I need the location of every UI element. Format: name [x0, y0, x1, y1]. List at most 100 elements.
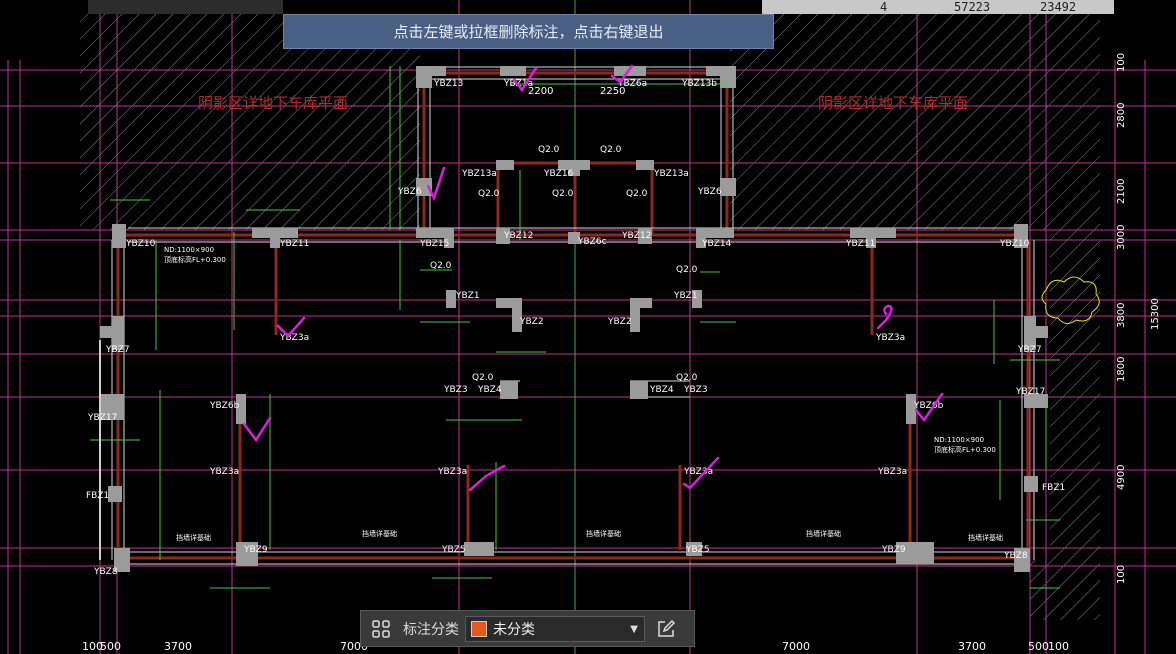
label-ybz8-l: YBZ8: [93, 567, 118, 577]
q-tag-5: Q2.0: [626, 189, 648, 199]
q-tag-1: Q2.0: [538, 145, 560, 155]
top-left-bar: [88, 0, 283, 14]
nd-notes: ND:1100×900 顶底标高FL+0.300 ND:1100×900 顶底标…: [164, 246, 996, 454]
label-ybz13a-l: YBZ13a: [461, 169, 497, 179]
label-ybz6-l: YBZ6: [397, 187, 422, 197]
label-ybz2-r: YBZ2: [607, 317, 632, 327]
nd-note-right: ND:1100×900: [934, 436, 984, 444]
label-ybz3a-m1: YBZ3a: [437, 467, 467, 477]
chevron-down-icon: ▼: [630, 623, 638, 635]
label-ybz9: YBZ9: [243, 545, 268, 555]
instruction-banner: 点击左键或拉框删除标注，点击右键退出: [283, 14, 774, 49]
right-dim-7: 4900: [1116, 465, 1127, 490]
dimension-lines: [90, 66, 1060, 589]
baseline-note-1: 挡墙详基础: [176, 533, 211, 542]
zone-label-right: 阴影区详地下车库平面: [818, 94, 968, 112]
label-ybz1-r: YBZ1: [673, 291, 698, 301]
left-dimension-lines: [7, 60, 1146, 654]
zone-label-left: 阴影区详地下车库平面: [198, 94, 348, 112]
label-ybz13: YBZ13: [433, 79, 463, 89]
label-ybz16: YBZ16: [543, 169, 574, 179]
q-tag-6: Q2.0: [430, 261, 452, 271]
coordinate-bar: 4 57223 23492: [762, 0, 1114, 14]
label-ybz15: YBZ15: [419, 239, 449, 249]
column-blocks: [100, 66, 1048, 572]
nd-note-right-2: 顶底标高FL+0.300: [934, 445, 996, 454]
label-ybz10-l: YBZ10: [125, 239, 156, 249]
label-ybz6a: YBZ6a: [617, 79, 647, 89]
label-ybz6-r: YBZ6: [697, 187, 722, 197]
baseline-note-4: 挡墙详基础: [806, 529, 841, 538]
label-ybz11-l: YBZ11: [279, 239, 309, 249]
bottom-dim-2: 500: [100, 640, 121, 653]
label-ybz5-r: YBZ5: [685, 545, 710, 555]
q-tag-4: Q2.0: [552, 189, 574, 199]
label-ybz3-l: YBZ3: [443, 385, 468, 395]
instruction-text: 点击左键或拉框删除标注，点击右键退出: [393, 23, 664, 41]
label-ybz3a-2: YBZ3a: [875, 333, 905, 343]
q-tag-9: Q2.0: [676, 373, 698, 383]
hatched-zone-right-lower: [1030, 560, 1050, 620]
label-ybz11-r: YBZ11: [845, 239, 875, 249]
label-ybz12-r: YBZ12: [621, 231, 651, 241]
coord-3: 23492: [1040, 0, 1077, 14]
category-dropdown[interactable]: 未分类 ▼: [465, 615, 645, 642]
bottom-dimensions: 100 500 3700 7000 7000 3700 500 100: [82, 640, 1069, 653]
bottom-dim-1: 100: [82, 640, 103, 653]
bottom-dim-5: 7000: [782, 640, 810, 653]
bottom-dim-7: 500: [1028, 640, 1049, 653]
label-fbz1-r: FBZ1: [1042, 483, 1065, 493]
nd-note-left: ND:1100×900: [164, 246, 214, 254]
label-ybz13b: YBZ13b: [681, 79, 717, 89]
right-dim-5: 3800: [1116, 303, 1127, 328]
q-tag-8: Q2.0: [472, 373, 494, 383]
label-ybz6b-r: YBZ6b: [913, 401, 944, 411]
label-ybz17-r: YBZ17: [1015, 387, 1045, 397]
label-ybz13a-r: YBZ13a: [653, 169, 689, 179]
category-label: 标注分类: [403, 621, 459, 638]
nd-note-left-2: 顶底标高FL+0.300: [164, 255, 226, 264]
label-ybz2-l: YBZ2: [519, 317, 544, 327]
label-ybz9-r: YBZ9: [881, 545, 906, 555]
right-dim-3: 2100: [1116, 179, 1127, 204]
label-ybz1-l: YBZ1: [455, 291, 480, 301]
label-ybz3a-r: YBZ3a: [877, 467, 907, 477]
right-dim-2: 2800: [1116, 103, 1127, 128]
label-ybz8-r: YBZ8: [1003, 551, 1028, 561]
category-color-swatch: [471, 620, 487, 637]
right-dimensions: 100 2800 2100 3000 3800 1800 4900 100 15…: [1116, 53, 1161, 584]
label-ybz12-l: YBZ12: [503, 231, 533, 241]
label-ybz6c: YBZ6c: [577, 237, 607, 247]
hatched-zone-left: [80, 14, 420, 230]
label-fbz1-l: FBZ1: [86, 491, 109, 501]
label-ybz5-l: YBZ5: [441, 545, 466, 555]
right-dim-1: 100: [1116, 53, 1127, 72]
label-ybz4-l: YBZ4: [477, 385, 502, 395]
label-ybz4-r: YBZ4: [649, 385, 674, 395]
right-total-dim: 15300: [1150, 298, 1161, 330]
label-ybz6b-l2: YBZ6b: [209, 401, 240, 411]
annotation-toolbar: 标注分类 未分类 ▼: [360, 610, 695, 647]
bottom-dim-3: 3700: [164, 640, 192, 653]
label-ybz3a-1: YBZ3a: [279, 333, 309, 343]
right-dim-6: 1800: [1116, 357, 1127, 382]
label-ybz17: YBZ17: [87, 413, 117, 423]
edit-icon[interactable]: [653, 616, 679, 642]
check-marks: [242, 64, 944, 492]
baseline-note-3: 挡墙详基础: [586, 529, 621, 538]
coord-2: 57223: [954, 0, 991, 14]
dim-top-2: 2250: [600, 86, 625, 97]
bottom-dim-8: 100: [1048, 640, 1069, 653]
q-tag-2: Q2.0: [600, 145, 622, 155]
label-ybz7-r: YBZ7: [1017, 345, 1042, 355]
right-dim-4: 3000: [1116, 225, 1127, 250]
coord-1: 4: [880, 0, 888, 14]
label-ybz3-r: YBZ3: [683, 385, 708, 395]
baseline-notes: 挡墙详基础 挡墙详基础 挡墙详基础 挡墙详基础 挡墙详基础: [176, 529, 1003, 542]
tree-symbol: [1041, 276, 1100, 324]
grid-view-icon[interactable]: [367, 615, 395, 643]
hatched-zone-right: [730, 14, 1100, 620]
q-tags: Q2.0 Q2.0 Q2.0 Q2.0 Q2.0 Q2.0 Q2.0 Q2.0 …: [430, 145, 698, 383]
right-dim-8: 100: [1116, 565, 1127, 584]
